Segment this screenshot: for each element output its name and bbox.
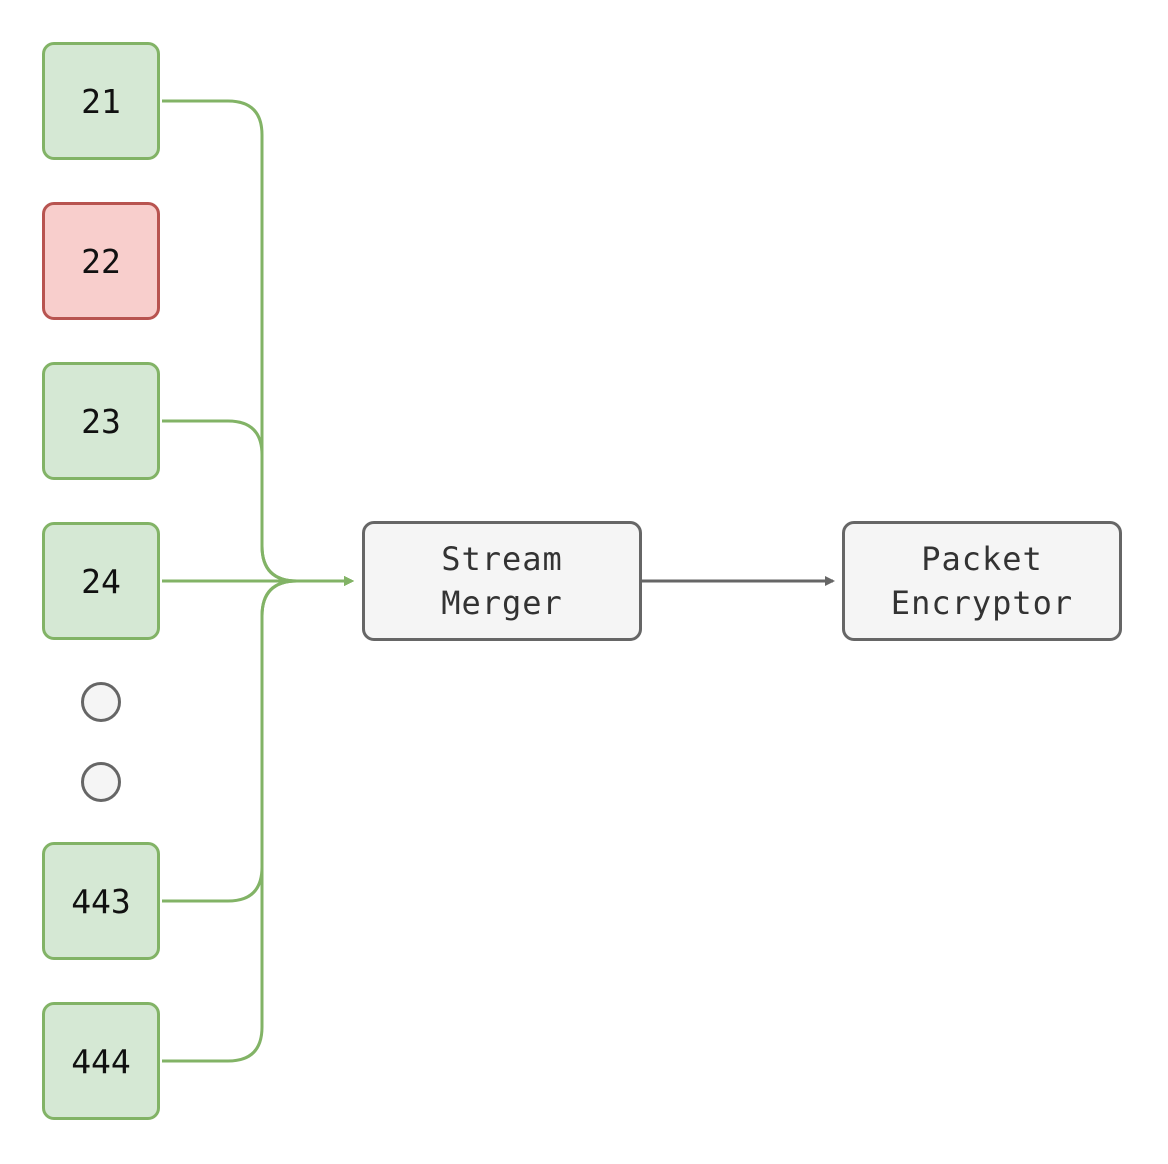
port-443-node: 443 xyxy=(42,842,160,960)
edge-443-to-merger xyxy=(162,576,354,903)
packet-encryptor-label-line1: Packet xyxy=(921,540,1043,578)
port-24-label: 24 xyxy=(81,561,121,601)
stream-merger-label-line1: Stream xyxy=(441,540,563,578)
port-22-label: 22 xyxy=(81,241,121,281)
port-443-label: 443 xyxy=(71,881,131,921)
stream-merger-node: Stream Merger xyxy=(362,521,642,641)
port-444-node: 444 xyxy=(42,1002,160,1120)
stream-merger-label-line2: Merger xyxy=(441,584,563,622)
edge-21-to-merger xyxy=(162,99,354,586)
port-22-node: 22 xyxy=(42,202,160,320)
port-23-node: 23 xyxy=(42,362,160,480)
ellipsis-dot xyxy=(81,762,121,802)
packet-encryptor-node: Packet Encryptor xyxy=(842,521,1122,641)
edge-23-to-merger xyxy=(162,419,354,586)
port-444-label: 444 xyxy=(71,1041,131,1081)
edge-444-to-merger xyxy=(162,576,354,1063)
port-24-node: 24 xyxy=(42,522,160,640)
port-21-label: 21 xyxy=(81,81,121,121)
packet-encryptor-label-line2: Encryptor xyxy=(890,584,1074,622)
port-23-label: 23 xyxy=(81,401,121,441)
ellipsis-dot xyxy=(81,682,121,722)
port-21-node: 21 xyxy=(42,42,160,160)
